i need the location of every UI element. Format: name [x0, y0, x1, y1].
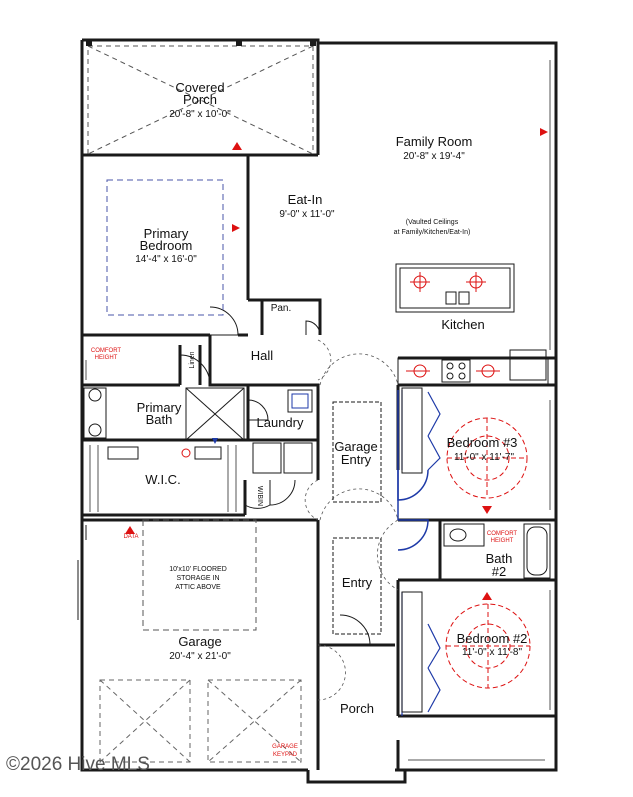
- wibin-label: WIBIN: [256, 486, 263, 506]
- garage-side-wall-mark: [77, 525, 87, 620]
- garage-keypad-line-2: KEYPAD: [273, 752, 298, 758]
- eat-in-dims: 9'-0" x 11'-0": [279, 209, 335, 220]
- ceiling-fan-bedroom3: [446, 417, 528, 499]
- door-swings-blue: [397, 390, 429, 551]
- laundry-fixtures: [252, 389, 313, 474]
- garage-entry-label-2: Entry: [341, 452, 372, 467]
- primary-bedroom-label-1: Primary: [144, 226, 189, 241]
- bath2-label-1: Bath: [486, 551, 513, 566]
- storage-note-2: STORAGE IN: [176, 575, 219, 582]
- data-label-garage: DATA: [123, 534, 138, 540]
- fan-markers: [482, 506, 492, 600]
- comfort-height-2-line-1: COMFORT: [487, 531, 518, 537]
- counter-outlets: [406, 364, 500, 378]
- pendant-lights: [410, 272, 486, 292]
- window-marks: [85, 60, 551, 761]
- storage-note-1: 10'x10' FLOORED: [169, 566, 227, 573]
- hall-label: Hall: [251, 348, 274, 363]
- door-swings: [179, 306, 371, 646]
- wic-shelves: [89, 445, 237, 512]
- entry-label: Entry: [342, 575, 373, 590]
- ceiling-fan-bedroom2: [445, 603, 531, 689]
- porch-posts: [86, 40, 316, 46]
- shower-valve: [212, 438, 218, 444]
- closet-bifolds: [401, 390, 441, 716]
- comfort-height-2-line-2: HEIGHT: [491, 538, 514, 544]
- bedroom3-dims: 11'-0" x 11'-7": [454, 452, 514, 463]
- kitchen-counter: [397, 349, 549, 386]
- entry-benches: [332, 401, 382, 635]
- closet-outlines: [401, 387, 423, 713]
- comfort-height-1-line-2: HEIGHT: [95, 355, 118, 361]
- garage-entry-label-1: Garage: [334, 439, 377, 454]
- kitchen-island: [395, 263, 515, 313]
- primary-bath-label-2: Bath: [146, 412, 173, 427]
- wic-label: W.I.C.: [145, 472, 180, 487]
- primary-bedroom-tray: [106, 179, 224, 316]
- garage-dims: 20'-4" x 21'-0": [169, 651, 231, 662]
- bath2-fixtures: [443, 523, 551, 579]
- covered-porch-dims: 20'-8" x 10'-0": [169, 109, 231, 120]
- kitchen-label: Kitchen: [441, 317, 484, 332]
- attic-storage-outline: [142, 519, 257, 631]
- eat-in-label: Eat-In: [288, 192, 323, 207]
- watermark: ©2026 Hive MLS: [6, 754, 150, 775]
- garage-label: Garage: [178, 634, 221, 649]
- bedroom3-label: Bedroom #3: [447, 435, 518, 450]
- comfort-height-1-line-1: COMFORT: [91, 348, 122, 354]
- vaulted-note-2: at Family/Kitchen/Eat-In): [394, 229, 471, 236]
- primary-bedroom-dims: 14'-4" x 16'-0": [135, 254, 197, 265]
- linen-label: Linen: [189, 351, 196, 368]
- family-room-label: Family Room: [396, 134, 473, 149]
- storage-note-3: ATTIC ABOVE: [175, 584, 221, 591]
- bedroom2-label: Bedroom #2: [457, 631, 528, 646]
- primary-bedroom-label-2: Bedroom: [140, 238, 193, 253]
- data-markers: [125, 128, 548, 534]
- bedroom2-dims: 11'-0" x 11'-8": [462, 647, 522, 658]
- bath2-label-2: #2: [492, 564, 506, 579]
- porch-label: Porch: [340, 701, 374, 716]
- laundry-label: Laundry: [257, 415, 304, 430]
- garage-keypad-line-1: GARAGE: [272, 744, 298, 750]
- dashed-openings: [304, 339, 399, 701]
- exterior-walls: [80, 38, 558, 784]
- family-room-dims: 20'-8" x 19'-4": [403, 151, 465, 162]
- covered-porch-label-1: Covered: [175, 80, 224, 95]
- covered-porch-label-2: Porch: [183, 92, 217, 107]
- garage-doors: [99, 679, 302, 763]
- pantry-label: Pan.: [271, 303, 292, 314]
- vaulted-note-1: (Vaulted Ceilings: [406, 219, 459, 226]
- primary-bath-label-1: Primary: [137, 400, 182, 415]
